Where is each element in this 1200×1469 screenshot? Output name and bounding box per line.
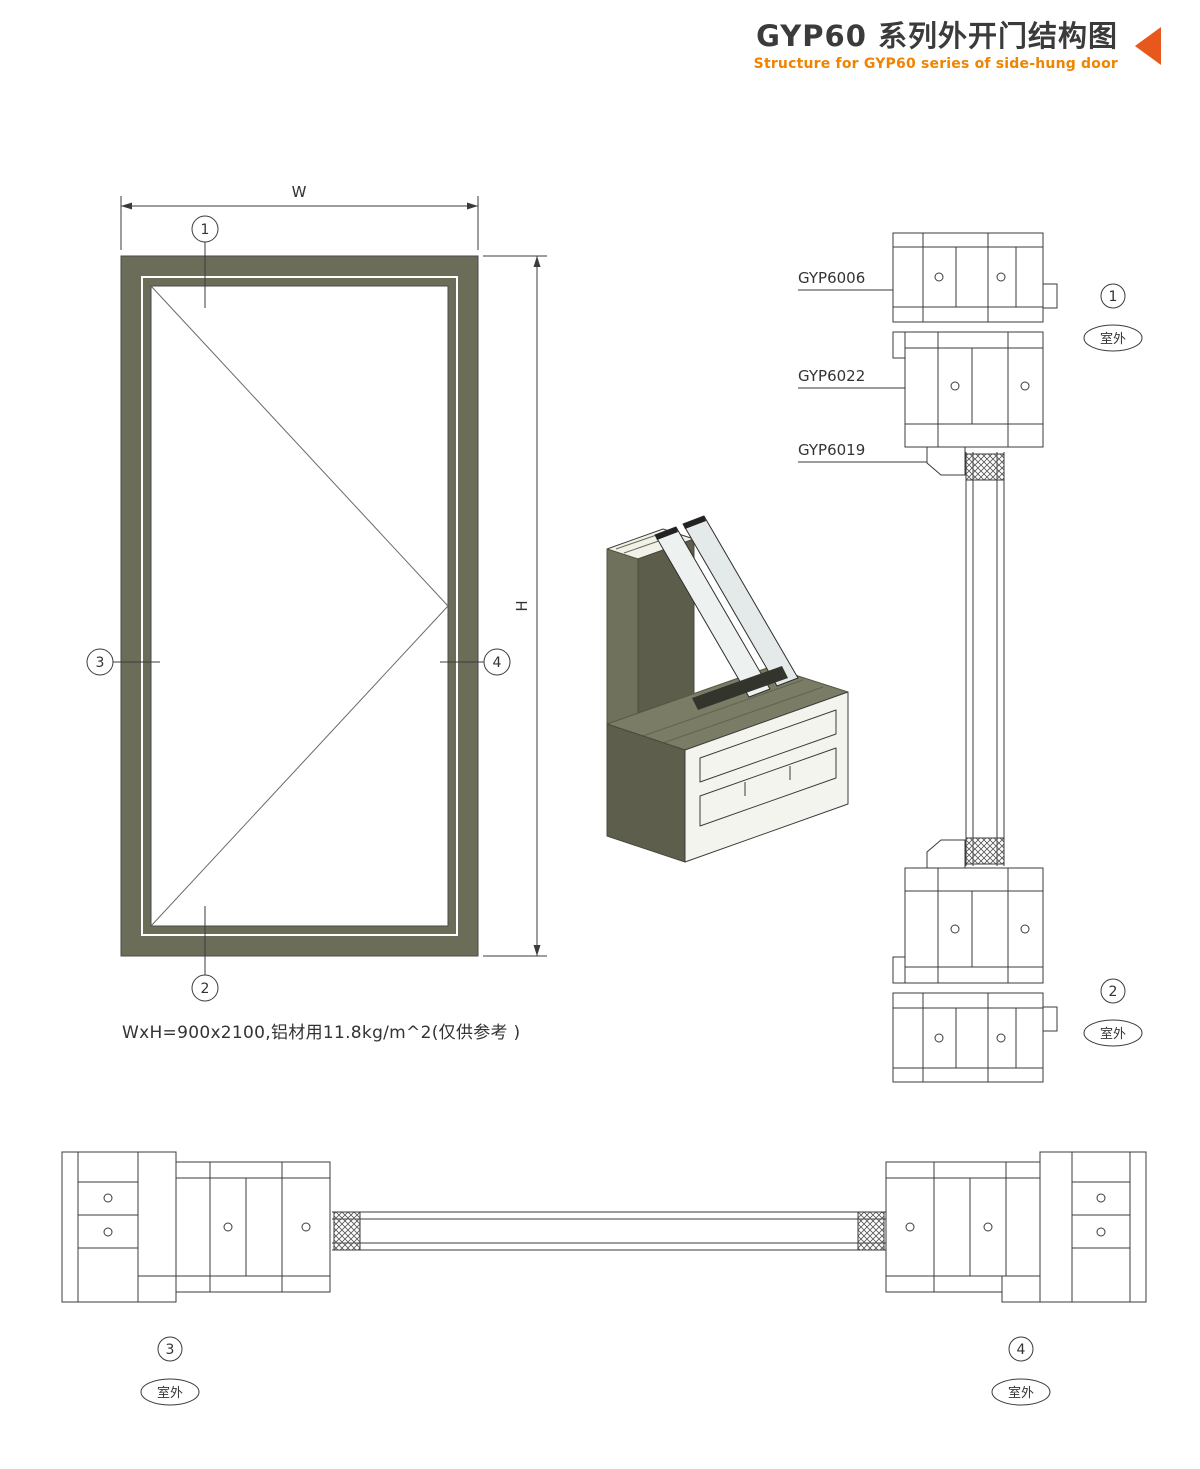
stile-front-face: [606, 548, 639, 735]
size-note: WxH=900x2100,铝材用11.8kg/m^2(仅供参考 ): [122, 1023, 520, 1043]
callout-4-label: 4: [493, 655, 502, 671]
glass-unit-vertical: [965, 452, 1005, 866]
arrowhead-down: [533, 945, 541, 956]
dimension-height: H: [483, 255, 547, 957]
door-glass-panel: [150, 285, 449, 927]
left-triangle-icon: [1135, 27, 1161, 66]
section-right-sash-jamb: [885, 1161, 1041, 1293]
section-right-frame-jamb: [1001, 1151, 1147, 1303]
header: GYP60 系列外开门结构图 Structure for GYP60 serie…: [753, 19, 1162, 73]
glass-spacer-bottom: [965, 837, 1005, 865]
section-marker-3: 3 室外: [140, 1336, 200, 1406]
glass-spacer-right: [857, 1211, 885, 1251]
header-arrow-icon: [1132, 25, 1162, 67]
section-marker-1: 1 室外: [1083, 283, 1143, 352]
glass-unit-horizontal: [332, 1211, 888, 1251]
page-subtitle: Structure for GYP60 series of side-hung …: [753, 56, 1118, 73]
rail-chamber-2: [699, 747, 837, 827]
label-gyp6006: GYP6006: [798, 269, 893, 291]
rail-cut-face: [684, 691, 849, 863]
section-glazing-bead-top: [926, 446, 966, 476]
dim-h-label: H: [513, 600, 531, 611]
section-2-number: 2: [1109, 984, 1118, 1000]
section-2-outdoor-label: 室外: [1100, 1026, 1126, 1042]
glass-gasket: [692, 666, 788, 710]
callout-3-label: 3: [96, 655, 105, 671]
title-block: GYP60 系列外开门结构图 Structure for GYP60 serie…: [753, 19, 1118, 73]
section-sill-frame-profile: [892, 992, 1058, 1083]
dimension-width: W: [120, 183, 479, 250]
section-4-number: 4: [1017, 1342, 1026, 1358]
section-left-sash-jamb: [175, 1161, 331, 1293]
section-3-outdoor-label: 室外: [157, 1385, 183, 1401]
callout-1: 1: [191, 215, 219, 308]
label-gyp6022: GYP6022: [798, 367, 905, 389]
dim-w-label: W: [292, 183, 307, 201]
section-marker-4: 4 室外: [991, 1336, 1051, 1406]
glass-spacer-left: [333, 1211, 361, 1251]
callout-3: 3: [86, 648, 160, 676]
label-gyp6019: GYP6019: [798, 441, 927, 463]
section-sill-sash-profile: [892, 867, 1044, 984]
label-gyp6019-text: GYP6019: [798, 441, 865, 459]
glass-spacer-top: [965, 453, 1005, 481]
page-title: GYP60 系列外开门结构图: [756, 19, 1118, 53]
arrowhead-right: [467, 202, 478, 210]
section-3-number: 3: [166, 1342, 175, 1358]
arrowhead-left: [121, 202, 132, 210]
callout-2: 2: [191, 906, 219, 1002]
section-1-number: 1: [1109, 289, 1118, 305]
section-head-sash-profile: [892, 331, 1044, 448]
section-head-frame-profile: [892, 232, 1058, 323]
section-1-outdoor-label: 室外: [1100, 331, 1126, 347]
section-left-frame-jamb: [61, 1151, 177, 1303]
glass-pane-front-edge: [655, 527, 678, 540]
door-sash-line: [141, 276, 458, 936]
profile-3d-render: [606, 515, 849, 863]
callout-4: 4: [440, 648, 511, 676]
section-4-outdoor-label: 室外: [1008, 1385, 1034, 1401]
label-gyp6006-text: GYP6006: [798, 269, 865, 287]
door-elevation: [120, 255, 479, 957]
arrowhead-up: [533, 256, 541, 267]
callout-1-label: 1: [201, 222, 210, 238]
door-swing-lines: [150, 285, 449, 927]
callout-2-label: 2: [201, 981, 210, 997]
rail-chamber-1: [699, 709, 837, 783]
label-gyp6022-text: GYP6022: [798, 367, 865, 385]
section-marker-2: 2 室外: [1083, 978, 1143, 1047]
glass-pane-back-edge: [683, 516, 706, 529]
section-glazing-bead-bottom: [926, 839, 966, 869]
